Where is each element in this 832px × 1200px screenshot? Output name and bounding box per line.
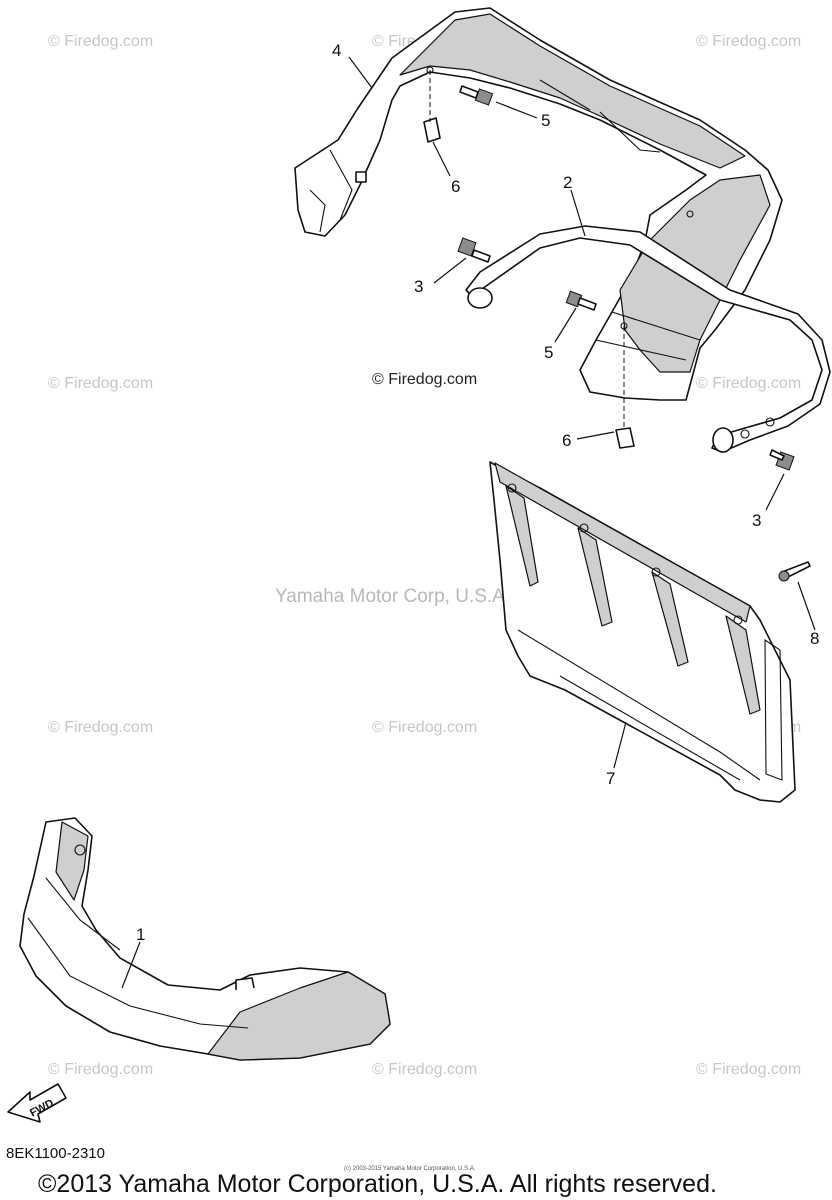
watermark-firedog: © Firedog.com xyxy=(48,33,153,50)
callout-6: 6 xyxy=(562,431,571,450)
callout-6: 6 xyxy=(451,177,460,196)
callout-7: 7 xyxy=(606,769,615,788)
bolt-3-upper xyxy=(457,237,491,263)
watermark-firedog: © Firedog.com xyxy=(372,1061,477,1078)
clip-6-lower xyxy=(615,427,635,449)
watermark-firedog: © Firedog.com xyxy=(372,719,477,736)
part-1-front-bumper xyxy=(19,817,391,1061)
bolt-3-lower xyxy=(769,449,795,471)
part-4-hood-frame xyxy=(294,7,783,401)
callout-1: 1 xyxy=(136,925,145,944)
watermark-firedog: © Firedog.com xyxy=(48,375,153,392)
watermark-firedog: © Firedog.com xyxy=(48,719,153,736)
clip-6-upper xyxy=(423,117,441,143)
fwd-arrow-badge: FWD xyxy=(7,1083,67,1123)
footer: 8EK1100-2310 (c) 2003-2015 Yamaha Motor … xyxy=(6,1145,717,1198)
callout-3: 3 xyxy=(752,511,761,530)
diagram-code: 8EK1100-2310 xyxy=(6,1145,105,1162)
fine-print: (c) 2003-2015 Yamaha Motor Corporation, … xyxy=(344,1166,476,1172)
copyright-notice: ©2013 Yamaha Motor Corporation, U.S.A. A… xyxy=(38,1170,717,1198)
callout-5: 5 xyxy=(541,111,550,130)
callout-5: 5 xyxy=(544,343,553,362)
callout-4: 4 xyxy=(332,41,341,60)
screw-5-upper xyxy=(459,85,494,106)
fasteners xyxy=(423,70,811,582)
callout-8: 8 xyxy=(810,629,819,648)
part-7-flap xyxy=(489,461,796,803)
callout-labels: 4 5 6 2 3 5 6 3 8 7 1 xyxy=(136,41,819,944)
screw-5-lower xyxy=(565,290,597,311)
watermark-firedog: © Firedog.com xyxy=(696,33,801,50)
watermark-firedog-center: © Firedog.com xyxy=(372,371,477,388)
watermark-firedog: © Firedog.com xyxy=(696,1061,801,1078)
callout-2: 2 xyxy=(563,173,572,192)
rivet-8 xyxy=(778,561,811,582)
part-2-handle-tube xyxy=(465,225,831,453)
callout-3: 3 xyxy=(414,277,423,296)
watermark-yamaha-center: Yamaha Motor Corp, U.S.A. xyxy=(275,586,510,607)
watermark-firedog: © Firedog.com xyxy=(48,1061,153,1078)
leader-lines xyxy=(121,56,816,989)
watermark-firedog: © Firedog.com xyxy=(696,375,801,392)
